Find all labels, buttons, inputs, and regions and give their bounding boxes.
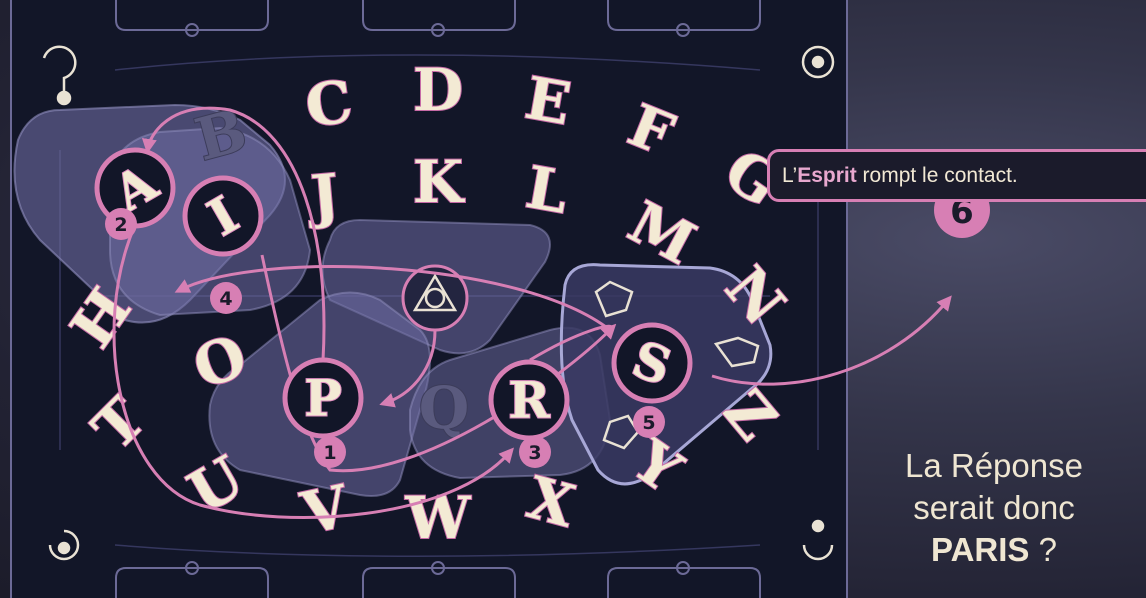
answer-question: ? xyxy=(1029,531,1057,568)
pick-letter: P xyxy=(304,369,342,428)
order-number: 4 xyxy=(219,288,232,310)
order-number: 5 xyxy=(642,412,655,434)
letter-c[interactable]: C xyxy=(301,67,356,141)
speech-spirit: Esprit xyxy=(797,164,857,187)
letter-k[interactable]: K xyxy=(413,148,466,216)
answer-line-2: serait donc xyxy=(862,487,1126,529)
letter-e[interactable]: E xyxy=(520,64,575,139)
speech-suffix: rompt le contact. xyxy=(857,164,1018,187)
order-number: 2 xyxy=(114,214,127,236)
speech-prefix: L’ xyxy=(782,164,797,187)
answer-text: La Réponse serait donc PARIS ? xyxy=(862,445,1126,571)
letter-l[interactable]: L xyxy=(521,153,573,227)
letter-q[interactable]: Q xyxy=(419,374,470,442)
spirit-speech-bubble: L’Esprit rompt le contact. xyxy=(767,149,1146,202)
letter-t[interactable]: T xyxy=(80,385,159,464)
answer-line-3: PARIS ? xyxy=(862,529,1126,571)
order-number: 3 xyxy=(528,442,541,464)
letter-f[interactable]: F xyxy=(619,91,683,169)
letter-j[interactable]: J xyxy=(303,161,341,232)
answer-city: PARIS xyxy=(931,531,1029,568)
order-number: 1 xyxy=(323,442,336,464)
letter-w[interactable]: W xyxy=(404,484,471,552)
letter-d[interactable]: D xyxy=(413,56,463,124)
pick-letter: R xyxy=(508,371,550,430)
answer-line-1: La Réponse xyxy=(862,445,1126,487)
